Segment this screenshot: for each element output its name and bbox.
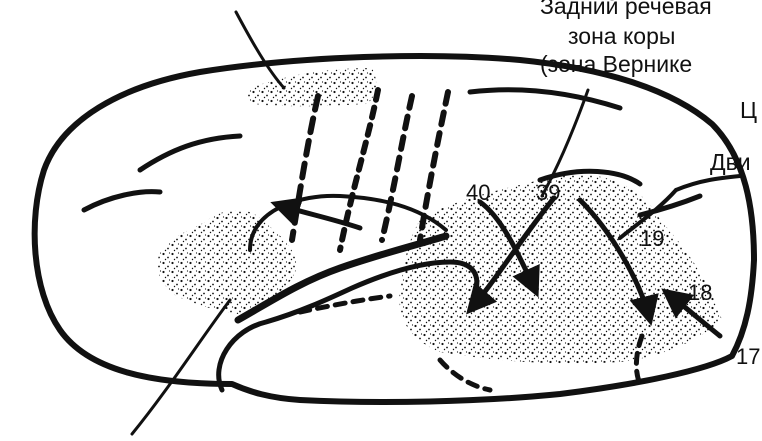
central-sulcus-dashed [382,96,412,240]
edge-label-1: Ц [740,97,757,123]
gyrus-line [470,90,620,108]
area-40-label: 40 [466,180,490,205]
wernicke-caption-line2: зона коры [568,23,675,49]
gyrus-line [140,136,240,170]
postcentral-dashed [636,336,642,384]
wernicke-caption-line3: (зона Вернике [540,51,692,77]
area-18-label: 18 [688,280,712,305]
temporal-dashed [440,360,490,390]
edge-label-2: Дви [710,149,751,175]
wernicke-caption-line1: Задний речевая [540,0,712,19]
leader-line [236,12,284,88]
area-boundary [676,176,740,190]
area-19-label: 19 [640,226,664,251]
leader-line [132,300,230,434]
gyrus-line [84,192,160,210]
area-39-label: 39 [536,180,560,205]
area-17-label: 17 [736,344,760,369]
top-area-stipple [247,68,376,106]
wernicke-area-stipple [399,174,722,363]
central-sulcus-dashed [292,96,318,240]
